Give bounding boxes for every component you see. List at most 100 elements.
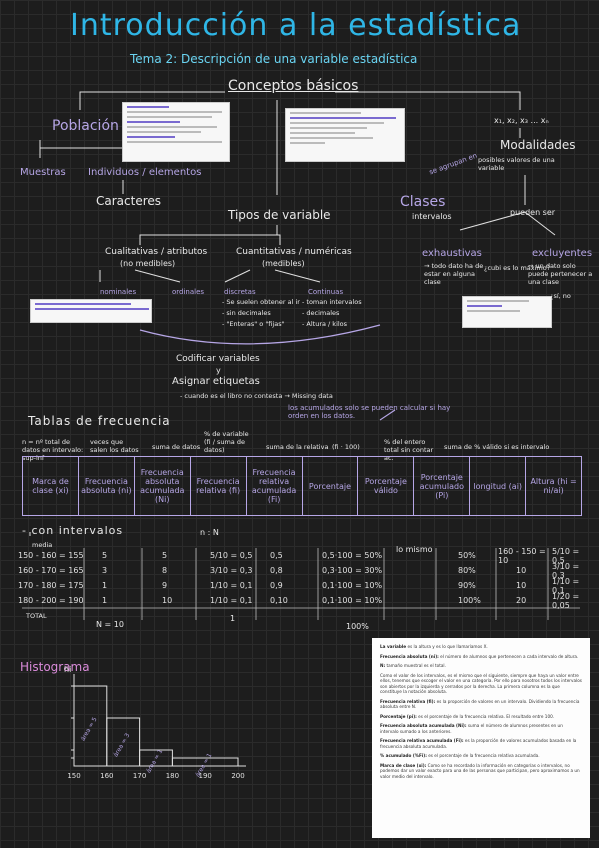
note-item: N: tamaño muestral es el total. bbox=[380, 663, 582, 669]
header-note-pct: % de variable (fi / suma de datos) bbox=[204, 430, 249, 454]
table-cell: 100% bbox=[458, 596, 481, 605]
table-cell: 3/10 = 0,3 bbox=[210, 566, 253, 575]
note-item: % acumulado (%Fi): es el porcentaje de l… bbox=[380, 753, 582, 759]
table-cell: 3 bbox=[102, 566, 108, 575]
asignar-label: Asignar etiquetas bbox=[172, 376, 260, 387]
exhaustivas-question: ¿cubi es lo máximo? bbox=[484, 264, 551, 272]
note-term: Marca de clase (xi): bbox=[380, 762, 427, 768]
table-row: 160 - 170 = 165 3 8 3/10 = 0,3 0,8 0,3·1… bbox=[18, 562, 588, 580]
col-altura: Altura (hi = ni/ai) bbox=[530, 477, 577, 495]
note-item: Frecuencia absoluta acumulada (Ni): suma… bbox=[380, 723, 582, 734]
intervalos-title: - con intervalos bbox=[22, 524, 124, 537]
table-cell: 150 - 160 = 155 bbox=[18, 551, 84, 560]
lo-mismo-label: lo mismo bbox=[396, 545, 433, 554]
table-cell: 0,10 bbox=[270, 596, 288, 605]
muestras-label: Muestras bbox=[20, 167, 66, 178]
header-note-suma: suma de datos bbox=[152, 443, 201, 451]
excluyentes-label: excluyentes bbox=[532, 248, 593, 259]
col-frec-rel-acum: Frecuencia relativa acumulada (Fi) bbox=[247, 457, 303, 515]
header-note-veces: veces que salen los datos bbox=[90, 438, 139, 454]
concepts-heading: Conceptos básicos bbox=[228, 78, 359, 94]
table-cell: 0,5·100 = 50% bbox=[322, 551, 383, 560]
x-tick-label: 180 bbox=[166, 772, 179, 780]
note-term: Frecuencia absoluta acumulada (Ni): bbox=[380, 723, 467, 728]
note-text: es el porcentaje de la frecuencia relati… bbox=[428, 753, 540, 758]
total-label: TOTAL bbox=[26, 612, 47, 620]
table-cell: 0,3·100 = 30% bbox=[322, 566, 383, 575]
individuos-label: Individuos / elementos bbox=[88, 167, 202, 178]
caracteres-label: Caracteres bbox=[96, 194, 162, 208]
header-note-contar: % del entero total sin contar ac. bbox=[384, 438, 434, 462]
col-frec-abs: Frecuencia absoluta (ni) bbox=[79, 457, 135, 515]
table-cell: 90% bbox=[458, 581, 476, 590]
media-label: media bbox=[32, 541, 53, 549]
x-tick-label: 150 bbox=[67, 772, 80, 780]
histogram-bar bbox=[171, 757, 239, 767]
note-text: es la proporción de valores acumulados b… bbox=[380, 738, 577, 749]
codificar-y: y bbox=[216, 366, 221, 375]
note-text: Como el valor de los intervalos, es el m… bbox=[380, 672, 582, 695]
exhaustivas-label: exhaustivas bbox=[422, 248, 482, 259]
note-text: es el porcentaje de la frecuencia relati… bbox=[418, 713, 555, 719]
note-item: Frecuencia relativa (fi): es la proporci… bbox=[380, 699, 582, 710]
note-term: N: bbox=[380, 663, 386, 668]
note-term: Frecuencia relativa acumulada (Fi): bbox=[380, 738, 464, 743]
table-cell: 0,1·100 = 10% bbox=[322, 596, 383, 605]
intervalos-label: intervalos bbox=[412, 212, 452, 221]
total-one: 1 bbox=[230, 614, 236, 623]
table-cell: 0,8 bbox=[270, 566, 283, 575]
note-item: La variable es la altura y es lo que lla… bbox=[380, 644, 582, 650]
missing-note: - cuando es el libro no contesta → Missi… bbox=[180, 392, 333, 400]
cuantitativas-sub: (medibles) bbox=[262, 259, 305, 268]
table-cell: 50% bbox=[458, 551, 476, 560]
pueden-ser-label: pueden ser bbox=[510, 208, 556, 217]
note-term: % acumulado (%Fi): bbox=[380, 753, 427, 758]
table-cell: 160 - 170 = 165 bbox=[18, 566, 84, 575]
table-row: 150 - 160 = 155 5 5 5/10 = 0,5 0,5 0,5·1… bbox=[18, 546, 588, 565]
header-note-pct100: (fi · 100) bbox=[332, 443, 360, 451]
note-term: Frecuencia relativa (fi): bbox=[380, 698, 436, 704]
continuas-item-1: - toman intervalos bbox=[302, 298, 362, 306]
pasted-notes-image-4 bbox=[462, 296, 552, 328]
table-cell: 1/10 = 0,1 bbox=[210, 581, 253, 590]
table-cell: 9 bbox=[162, 581, 168, 590]
table-cell: 20 bbox=[516, 596, 527, 605]
table-cell: 1 bbox=[102, 596, 108, 605]
total-pct: 100% bbox=[346, 622, 369, 631]
bar-label: área = 5 bbox=[80, 716, 99, 742]
modalidades-sub: posibles valores de una variable bbox=[478, 156, 555, 172]
histogram-title: Histograma bbox=[20, 660, 90, 674]
exhaustivas-sub: → todo dato ha de estar en alguna clase bbox=[424, 262, 484, 286]
col-porcentaje: Porcentaje bbox=[303, 457, 359, 515]
table-cell: 1 bbox=[102, 581, 108, 590]
table-cell: 1/10 = 0,1 bbox=[552, 576, 580, 595]
table-cell: 180 - 200 = 190 bbox=[18, 596, 84, 605]
table-cell: 5/10 = 0,5 bbox=[552, 546, 580, 565]
table-cell: 10 bbox=[516, 566, 527, 575]
table-cell: 5/10 = 0,5 bbox=[210, 551, 253, 560]
definitions-notes: La variable es la altura y es lo que lla… bbox=[372, 638, 590, 838]
poblacion-label: Población bbox=[52, 118, 119, 134]
col-frec-abs-acum: Frecuencia absoluta acumulada (Ni) bbox=[135, 457, 191, 515]
table-cell: 10 bbox=[516, 581, 527, 590]
modalidades-label: Modalidades bbox=[500, 138, 576, 152]
continuas-item-3: - Altura / kilos bbox=[302, 320, 348, 328]
bar-label: área = 3 bbox=[112, 732, 131, 758]
x-tick-label: 160 bbox=[100, 772, 113, 780]
x-tick-label: 170 bbox=[133, 772, 146, 780]
discretas-item-2: - sin decimales bbox=[222, 309, 271, 317]
cualitativas-sub: (no medibles) bbox=[120, 259, 176, 268]
nominales-label: nominales bbox=[100, 288, 137, 296]
col-porcentaje-acum: Porcentaje acumulado (Pi) bbox=[414, 457, 471, 515]
pasted-notes-image-1 bbox=[122, 102, 230, 162]
n-label: n : N bbox=[200, 528, 219, 537]
x-tick-label: 190 bbox=[199, 772, 212, 780]
note-term: La variable bbox=[380, 644, 407, 649]
excluyentes-question: ¿sí, no bbox=[550, 292, 571, 300]
note-text: el número de alumnos que pertenecen a ca… bbox=[440, 653, 579, 659]
discretas-item-1: - Se suelen obtener al ir bbox=[222, 298, 300, 306]
tablas-note: los acumulados solo se pueden calcular s… bbox=[288, 404, 451, 420]
table-row: 180 - 200 = 190 1 10 1/10 = 0,1 0,10 0,1… bbox=[18, 592, 588, 610]
